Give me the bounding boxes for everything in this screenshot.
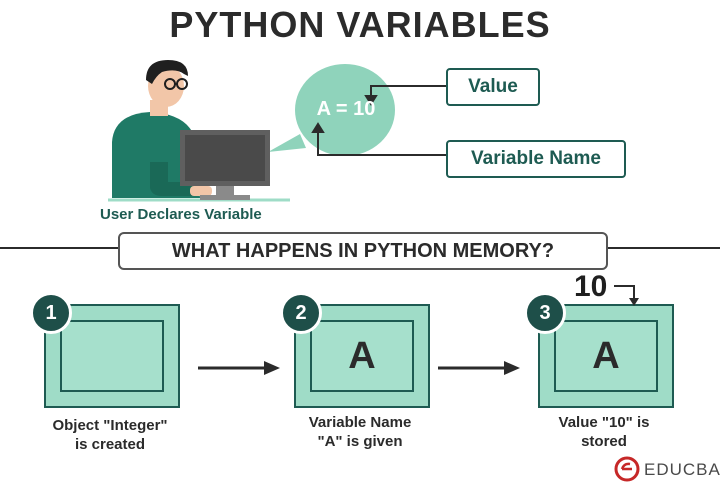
memory-heading-text: WHAT HAPPENS IN PYTHON MEMORY? xyxy=(171,239,555,262)
step-badge-3: 3 xyxy=(524,292,566,334)
stored-value-arrow xyxy=(614,285,639,306)
variable-name-callout: Variable Name xyxy=(446,140,626,178)
step-badge-1: 1 xyxy=(30,292,72,334)
stage-1-inner xyxy=(60,320,164,392)
arrow-stage-2-to-3 xyxy=(438,361,520,375)
value-callout-label: Value xyxy=(468,76,518,97)
computer-monitor-icon xyxy=(180,130,270,200)
user-illustration xyxy=(108,60,446,202)
stored-value-label: 10 xyxy=(574,270,608,303)
stage-1-caption-line1: Object "Integer" xyxy=(52,417,168,434)
educba-logo-icon xyxy=(614,456,640,482)
step-badge-2: 2 xyxy=(280,292,322,334)
stage-2-inner: A xyxy=(310,320,414,392)
stage-2-caption-line1: Variable Name xyxy=(308,414,412,431)
stage-2-caption-line2: "A" is given xyxy=(317,433,403,450)
stage-3-caption: Value "10" is stored xyxy=(514,413,694,451)
bubble-expression: A = 10 xyxy=(316,98,376,120)
stage-2-caption: Variable Name "A" is given xyxy=(270,413,450,451)
stage-3-caption-line2: stored xyxy=(581,433,627,450)
person-icon xyxy=(112,60,212,198)
memory-heading: WHAT HAPPENS IN PYTHON MEMORY? xyxy=(118,232,608,270)
variable-name-callout-label: Variable Name xyxy=(471,148,601,169)
stage-3-caption-line1: Value "10" is xyxy=(558,414,650,431)
diagram-title: PYTHON VARIABLES xyxy=(169,4,551,45)
stage-1-caption: Object "Integer" is created xyxy=(20,416,200,454)
stage-3-inner: A xyxy=(554,320,658,392)
user-caption: User Declares Variable xyxy=(100,206,262,223)
arrow-stage-1-to-2 xyxy=(198,361,280,375)
value-callout: Value xyxy=(446,68,540,106)
stage-1-caption-line2: is created xyxy=(74,436,146,453)
brand-name: EDUCBA xyxy=(644,460,720,479)
callout-connectors xyxy=(311,85,446,156)
